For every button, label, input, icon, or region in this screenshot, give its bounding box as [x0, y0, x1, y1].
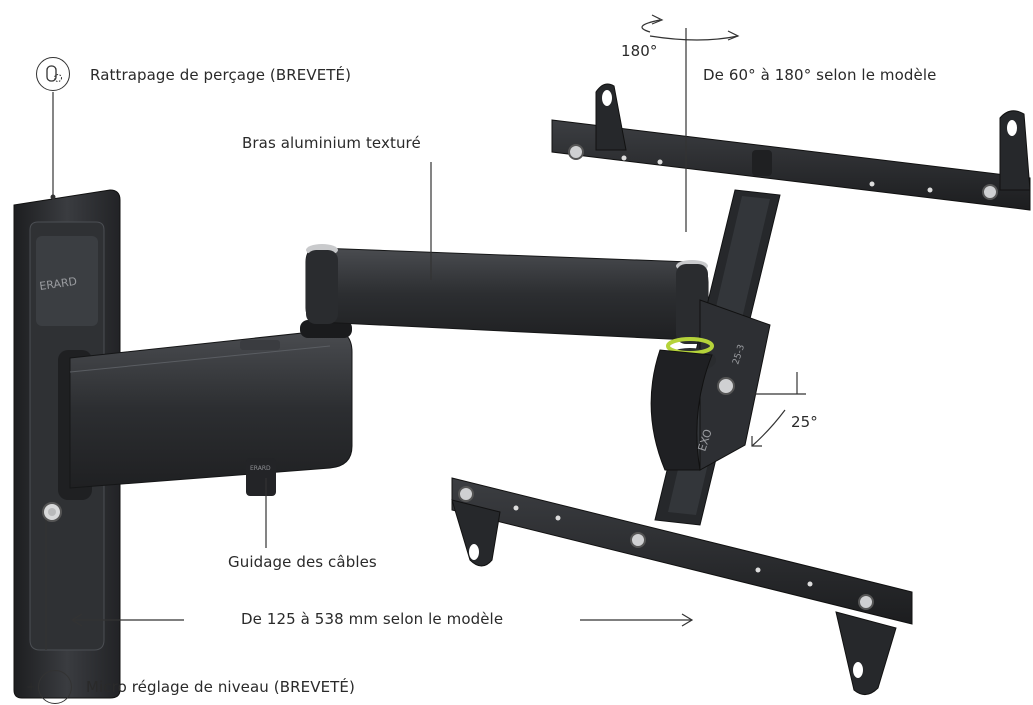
- rotation-angle-label: 180°: [621, 42, 658, 60]
- arm-callout: Bras aluminium texturé: [242, 134, 421, 152]
- extension-callout: De 125 à 538 mm selon le modèle: [241, 610, 504, 628]
- level-adjust-icon: [38, 670, 72, 704]
- level-callout: Micro réglage de niveau (BREVETÉ): [86, 678, 355, 696]
- level-plus-glyph: +: [26, 680, 37, 694]
- first-arm: [69, 320, 353, 489]
- cable-clip: ERARD: [246, 458, 276, 496]
- tilt-mechanism: EXO 25-3: [650, 299, 771, 471]
- top-tv-bar: [551, 83, 1031, 211]
- drilling-callout: Rattrapage de perçage (BREVETÉ): [90, 66, 352, 84]
- rotation-range-callout: De 60° à 180° selon le modèle: [703, 66, 937, 84]
- drill-offset-icon: [36, 57, 70, 91]
- wall-plate-logo: ERARD: [39, 275, 78, 293]
- cables-callout: Guidage des câbles: [228, 553, 377, 571]
- bottom-tv-bar: [451, 477, 913, 695]
- tilt-angle-label: 25°: [791, 413, 818, 431]
- callout-lines: [45, 14, 806, 650]
- callout-dot-drilling: [50, 194, 56, 200]
- cable-clip-logo: ERARD: [250, 465, 271, 472]
- second-arm: [305, 244, 709, 344]
